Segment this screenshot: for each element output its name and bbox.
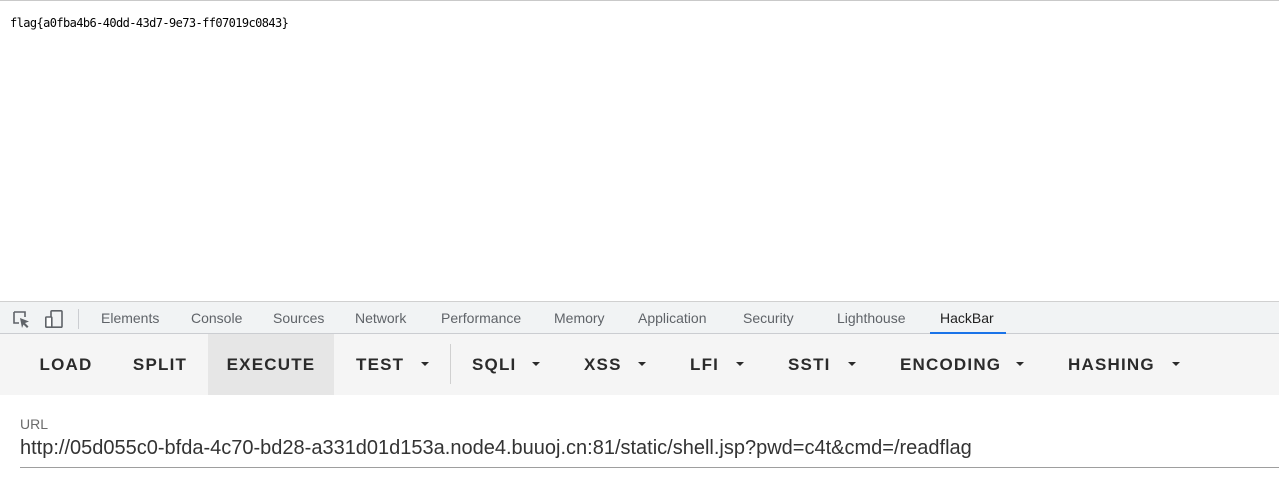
execute-button-label: EXECUTE	[226, 355, 316, 374]
lfi-dropdown-button[interactable]: LFI	[690, 334, 770, 395]
tab-sources[interactable]: Sources	[273, 310, 325, 326]
devtools-tabbar: Elements Console Sources Network Perform…	[0, 301, 1279, 334]
tab-lighthouse[interactable]: Lighthouse	[837, 310, 906, 326]
hashing-button-label: HASHING	[1068, 355, 1155, 374]
device-toggle-icon[interactable]	[44, 309, 64, 329]
tabbar-separator	[78, 309, 79, 329]
chevron-down-icon	[848, 362, 856, 366]
hackbar-toolbar: LOAD SPLIT EXECUTE TEST SQLI XSS LFI SST…	[0, 334, 1279, 395]
url-field-label: URL	[20, 416, 49, 432]
sqli-dropdown-button[interactable]: SQLI	[472, 334, 562, 395]
devtools-panel: Elements Console Sources Network Perform…	[0, 301, 1279, 498]
test-dropdown-button[interactable]: TEST	[356, 334, 446, 395]
tab-network[interactable]: Network	[355, 310, 407, 326]
ssti-button-label: SSTI	[788, 355, 831, 374]
encoding-button-label: ENCODING	[900, 355, 1002, 374]
test-button-label: TEST	[356, 355, 405, 374]
tab-application[interactable]: Application	[638, 310, 707, 326]
lfi-button-label: LFI	[690, 355, 720, 374]
encoding-dropdown-button[interactable]: ENCODING	[900, 334, 1040, 395]
chevron-down-icon	[1172, 362, 1180, 366]
execute-button[interactable]: EXECUTE	[208, 334, 334, 395]
sqli-button-label: SQLI	[472, 355, 517, 374]
chevron-down-icon	[1016, 362, 1024, 366]
chevron-down-icon	[532, 362, 540, 366]
load-button[interactable]: LOAD	[20, 334, 112, 395]
chevron-down-icon	[638, 362, 646, 366]
split-button-label: SPLIT	[132, 355, 188, 374]
toolbar-divider	[450, 344, 451, 384]
hashing-dropdown-button[interactable]: HASHING	[1068, 334, 1198, 395]
page-viewport: flag{a0fba4b6-40dd-43d7-9e73-ff07019c084…	[0, 0, 1279, 30]
tab-console[interactable]: Console	[191, 310, 243, 326]
url-input[interactable]: http://05d055c0-bfda-4c70-bd28-a331d01d1…	[20, 434, 1279, 468]
inspect-element-icon[interactable]	[11, 309, 31, 329]
tab-elements[interactable]: Elements	[101, 310, 160, 326]
chevron-down-icon	[736, 362, 744, 366]
xss-dropdown-button[interactable]: XSS	[584, 334, 664, 395]
tab-memory[interactable]: Memory	[554, 310, 605, 326]
xss-button-label: XSS	[584, 355, 622, 374]
tab-hackbar[interactable]: HackBar	[930, 302, 1006, 334]
tab-performance[interactable]: Performance	[441, 310, 522, 326]
tab-security[interactable]: Security	[743, 310, 794, 326]
load-button-label: LOAD	[39, 355, 93, 374]
split-button[interactable]: SPLIT	[116, 334, 204, 395]
flag-text: flag{a0fba4b6-40dd-43d7-9e73-ff07019c084…	[10, 16, 289, 30]
ssti-dropdown-button[interactable]: SSTI	[788, 334, 878, 395]
chevron-down-icon	[421, 362, 429, 366]
